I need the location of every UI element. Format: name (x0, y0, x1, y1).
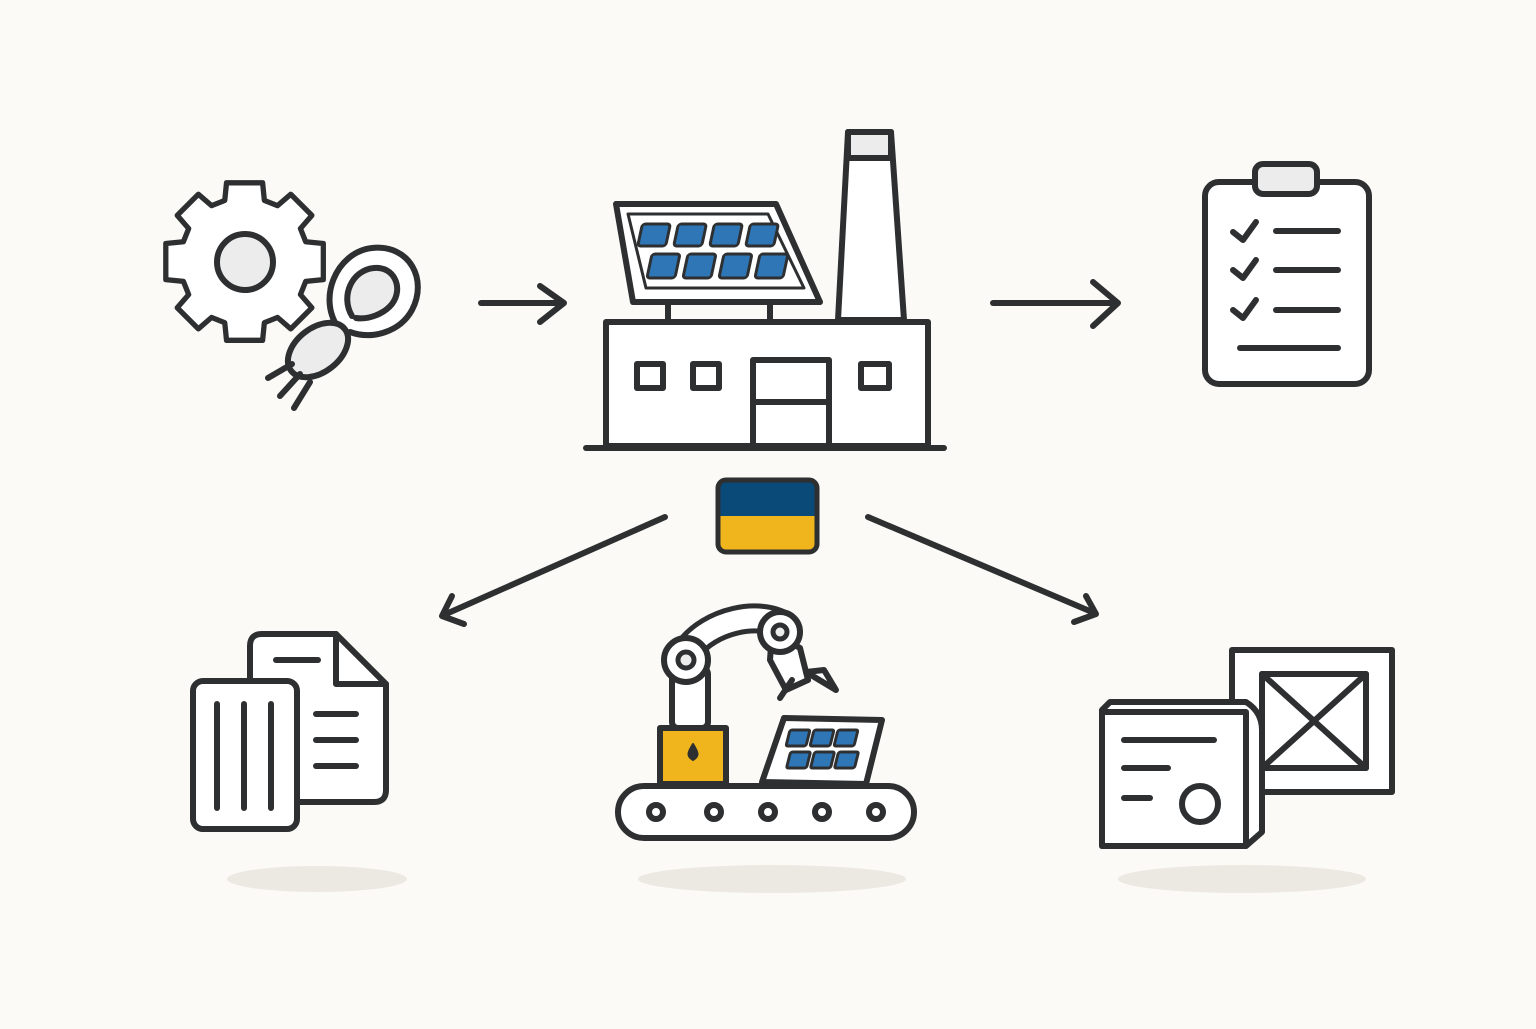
arrow-factory-to-checklist (990, 279, 1121, 329)
clipboard-checklist-icon (1202, 161, 1372, 387)
shipping-crate-with-label-icon (1099, 647, 1395, 849)
solar-factory-icon (583, 129, 947, 451)
documents-icon (190, 631, 389, 832)
arrow-inputs-to-factory (478, 283, 567, 325)
solar-panel-on-belt-icon (759, 715, 885, 787)
shadow-assembly (638, 865, 906, 893)
arrow-factory-to-documents (439, 514, 668, 627)
chimney (835, 129, 907, 323)
check-icon (1230, 219, 1259, 321)
shadow-shipping (1118, 865, 1366, 893)
factory-building (583, 319, 947, 451)
conveyor-belt-icon (615, 783, 917, 841)
gear-icon (163, 180, 326, 343)
robot-gripper-icon (265, 244, 421, 411)
gear-and-robot-gripper-icon (163, 180, 421, 411)
robot-arm-icon (657, 603, 839, 787)
ukraine-flag-icon (715, 477, 820, 555)
arrow-factory-to-shipping (865, 514, 1099, 625)
robotic-arm-conveyor-solar-panel-icon (615, 603, 917, 841)
shadow-documents (227, 866, 407, 892)
solar-panel-icon (613, 201, 823, 323)
